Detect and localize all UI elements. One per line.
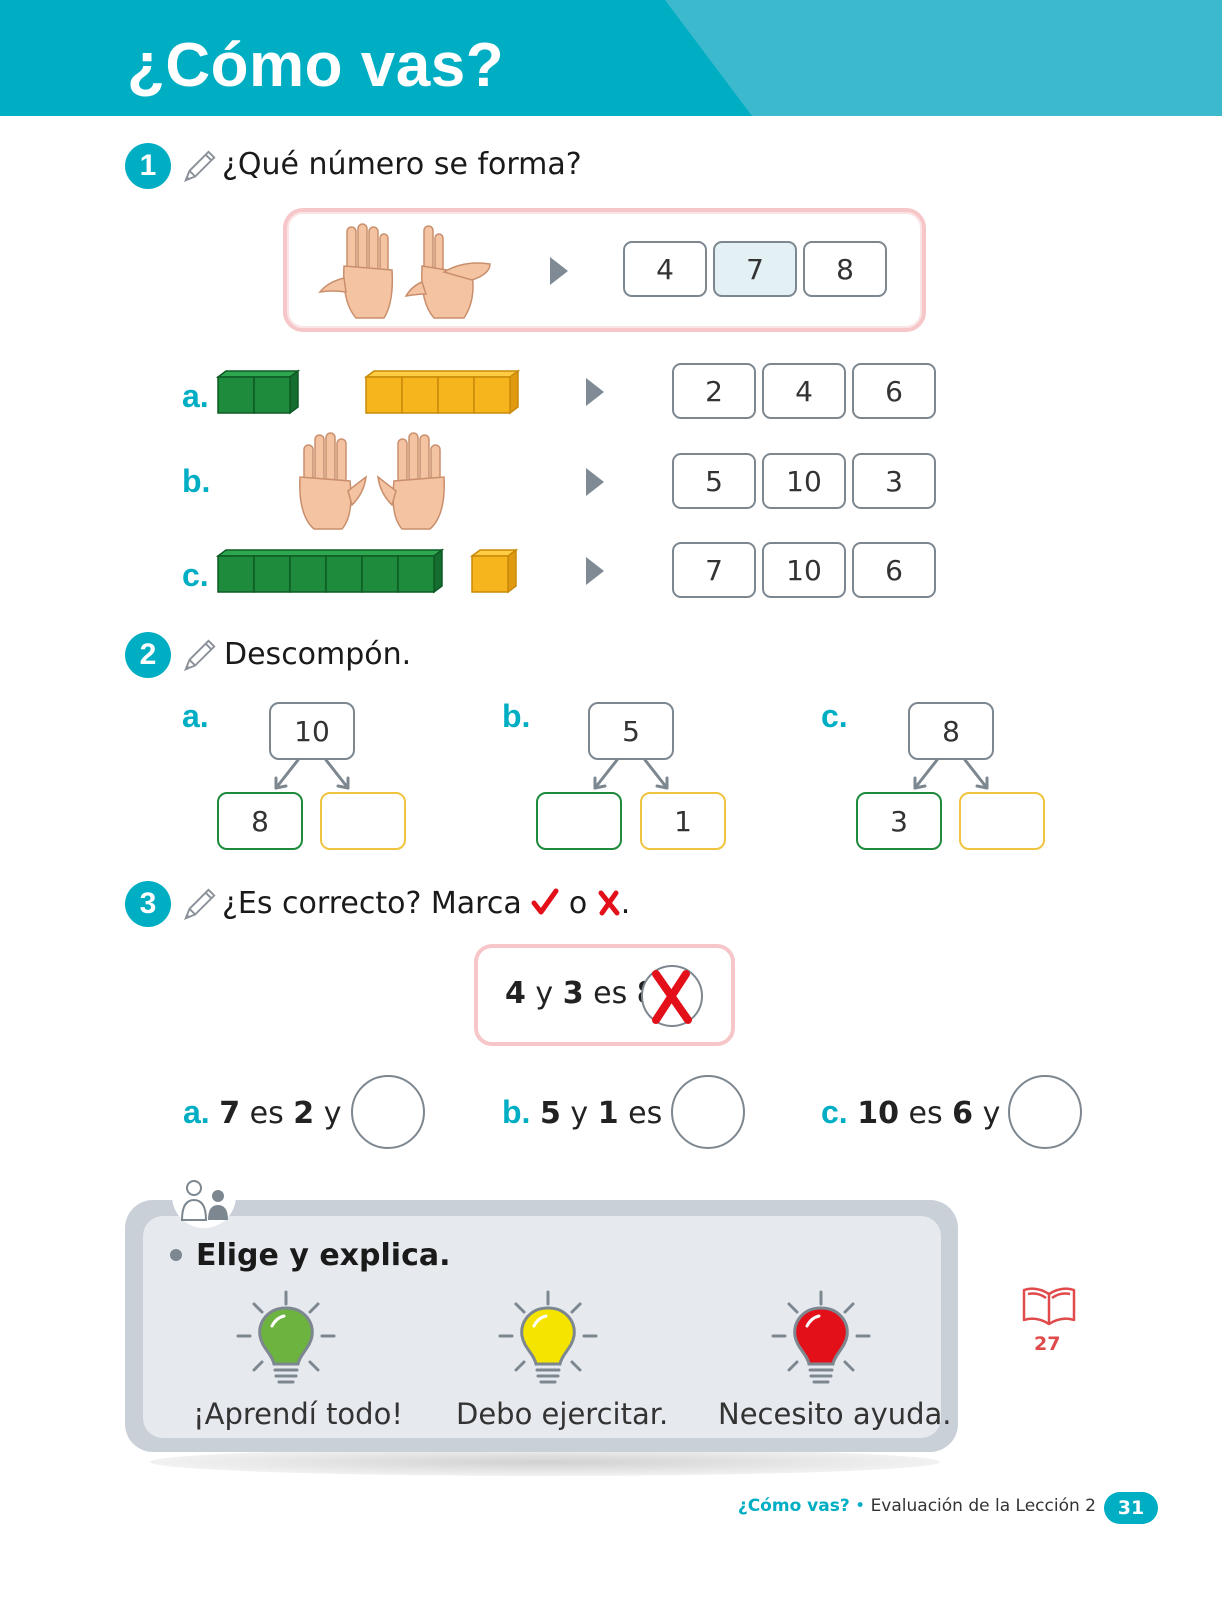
pencil-icon [183, 639, 216, 672]
option-box[interactable]: 2 [672, 363, 756, 419]
bulb-label-red: Necesito ayuda. [718, 1397, 952, 1431]
question-text: ¿Es correcto? Marca [222, 886, 522, 921]
split-arrows-icon [274, 758, 350, 790]
option-box[interactable]: 6 [852, 542, 936, 598]
option-box[interactable]: 5 [672, 453, 756, 509]
example-option-box[interactable]: 8 [803, 241, 887, 297]
decompose-letter-c: c. [821, 698, 848, 734]
red-bulb-icon[interactable] [771, 1290, 871, 1390]
green-cubes-six [216, 548, 445, 594]
footer-text: ¿Cómo vas? • Evaluación de la Lección 2 [737, 1496, 1096, 1516]
row-letter-c: c. [182, 557, 209, 593]
bulb-label-green: ¡Aprendí todo! [193, 1397, 403, 1431]
decompose-right-box[interactable] [959, 792, 1045, 850]
section-3-question: ¿Es correcto? Marca o . [222, 886, 630, 921]
decompose-total: 5 [588, 702, 674, 760]
answer-circle-c[interactable] [1008, 1075, 1082, 1149]
section-2-number: 2 [125, 632, 171, 678]
page-number: 31 [1104, 1492, 1158, 1524]
play-arrow-icon [586, 468, 604, 496]
decompose-right-box[interactable]: 1 [640, 792, 726, 850]
panel-shadow [150, 1448, 940, 1476]
cross-mark-icon [598, 890, 620, 916]
option-box[interactable]: 3 [852, 453, 936, 509]
book-icon [1022, 1287, 1076, 1326]
decompose-letter-b: b. [502, 698, 531, 734]
section-2-instruction: Descompón. [224, 637, 412, 672]
decompose-total: 10 [269, 702, 355, 760]
bullet-dot [170, 1249, 182, 1261]
crossed-circle-icon [641, 965, 703, 1027]
answer-circle-b[interactable] [671, 1075, 745, 1149]
section-3-number: 3 [125, 881, 171, 927]
pencil-icon [183, 888, 216, 921]
example-option-box-selected[interactable]: 7 [713, 241, 797, 297]
yellow-cubes-four [364, 369, 521, 415]
green-bulb-icon[interactable] [236, 1290, 336, 1390]
option-box[interactable]: 4 [762, 363, 846, 419]
reflection-title: Elige y explica. [196, 1238, 451, 1273]
play-arrow-icon [586, 378, 604, 406]
hands-seven-image [318, 223, 491, 319]
answer-circle-a[interactable] [351, 1075, 425, 1149]
play-arrow-icon [550, 257, 568, 285]
yellow-cube-one [470, 548, 519, 594]
book-page-ref: 27 [1034, 1333, 1061, 1355]
option-box[interactable]: 6 [852, 363, 936, 419]
option-box[interactable]: 7 [672, 542, 756, 598]
yellow-bulb-icon[interactable] [498, 1290, 598, 1390]
pair-work-icon [180, 1180, 228, 1221]
example-option-box[interactable]: 4 [623, 241, 707, 297]
section-1-number: 1 [125, 143, 171, 189]
question-or: o [568, 886, 588, 921]
decompose-letter-a: a. [182, 698, 209, 734]
page-title: ¿Cómo vas? [127, 31, 505, 100]
decompose-left-box[interactable]: 3 [856, 792, 942, 850]
split-arrows-icon [913, 758, 989, 790]
play-arrow-icon [586, 557, 604, 585]
green-cubes-two [216, 369, 301, 415]
row-letter-b: b. [182, 463, 211, 499]
hands-ten-image [299, 432, 445, 530]
bulb-label-yellow: Debo ejercitar. [456, 1397, 669, 1431]
option-box[interactable]: 10 [762, 453, 846, 509]
decompose-right-box[interactable] [320, 792, 406, 850]
question-end: . [620, 886, 631, 921]
decompose-left-box[interactable] [536, 792, 622, 850]
decompose-total: 8 [908, 702, 994, 760]
option-box[interactable]: 10 [762, 542, 846, 598]
row-letter-a: a. [182, 378, 209, 414]
header-band [0, 0, 1222, 116]
decompose-left-box[interactable]: 8 [217, 792, 303, 850]
pencil-icon [183, 150, 216, 183]
check-mark-icon [531, 888, 559, 915]
section-1-question: ¿Qué número se forma? [222, 147, 582, 182]
split-arrows-icon [593, 758, 669, 790]
